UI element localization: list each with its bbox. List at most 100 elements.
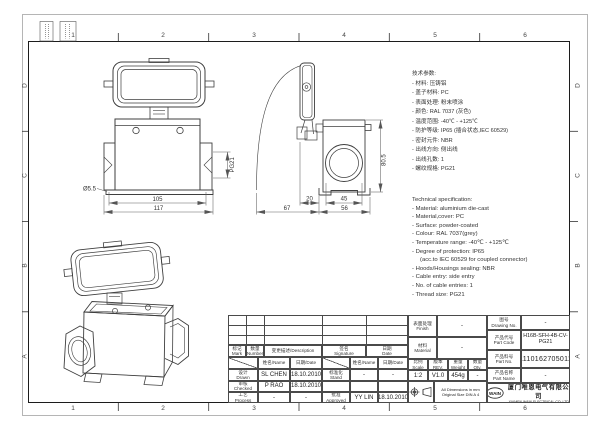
part-no-value: 1110162705011 bbox=[521, 350, 570, 368]
grid-label-left-b: B bbox=[21, 263, 29, 268]
spec-line: - 密封元件: NBR bbox=[412, 137, 453, 144]
rev-value: V1.0 bbox=[428, 370, 448, 381]
spec-line: - 盖子材料: PC bbox=[412, 90, 449, 96]
revision-table-empty bbox=[228, 315, 408, 345]
part-code-value: H16B-SFH-4B-CV- PG21 bbox=[521, 330, 570, 350]
wain-logo: WAIN bbox=[488, 387, 504, 399]
specs-english: Technical specification: - Material: alu… bbox=[412, 196, 527, 299]
grid-label-bottom-2: 2 bbox=[161, 405, 165, 412]
spec-line: - 防护等级: IP65 (插合状态,IEC 60529) bbox=[412, 128, 509, 134]
sub-header-date-right: 日期/Date bbox=[378, 357, 408, 369]
first-angle-projection-icon bbox=[409, 387, 432, 397]
sub-header-date-left: 日期/Date bbox=[290, 357, 322, 369]
empty-cell bbox=[350, 380, 378, 392]
spec-line: - 温度范围: -40℃ - +125℃ bbox=[412, 118, 478, 125]
sub-header-name-right: 姓名/Name bbox=[350, 357, 378, 369]
checked-name: P RAO bbox=[258, 380, 290, 392]
grid-label-bottom-6: 6 bbox=[523, 405, 527, 412]
grid-label-top-5: 5 bbox=[433, 32, 437, 39]
grid-label-top-1: 1 bbox=[71, 32, 75, 39]
grid-label-bottom-5: 5 bbox=[433, 405, 437, 412]
spec-line: - Surface: powder-coated bbox=[412, 222, 479, 229]
spec-line: - Thread size: PG21 bbox=[412, 291, 465, 298]
checked-date: 18.10.2010 bbox=[290, 380, 322, 392]
material-value: - bbox=[437, 337, 487, 359]
dimension-note: All Dimensions in mm Original Size DIN A… bbox=[434, 381, 487, 403]
company-cell: WAIN 厦门唯恩电气有限公司 XIAMEN WAIN ELECTRICAL C… bbox=[487, 383, 570, 403]
empty-cell bbox=[322, 380, 350, 392]
spec-line: - 出线孔数: 1 bbox=[412, 156, 445, 163]
specs-en-title: Technical specification: bbox=[412, 197, 473, 203]
empty-cell bbox=[378, 380, 408, 392]
finish-value: - bbox=[437, 315, 487, 337]
spec-line: - Material: aluminium die-cast bbox=[412, 205, 489, 212]
sub-header-diagonal-right bbox=[322, 357, 350, 369]
grid-label-left-d: D bbox=[21, 83, 29, 88]
grid-label-right-d: D bbox=[574, 83, 582, 88]
process-date: - bbox=[290, 392, 322, 403]
drawn-date: 18.10.2010 bbox=[290, 369, 322, 381]
stand-date: - bbox=[378, 369, 408, 381]
specs-cn-title: 技术参数: bbox=[412, 71, 436, 77]
approved-date: 18.10.2010 bbox=[378, 392, 408, 403]
spec-line: - 表面处理: 粉末喷涂 bbox=[412, 99, 464, 106]
grid-label-top-3: 3 bbox=[252, 32, 256, 39]
spec-line: (acc.to IEC 60529 for coupled connector) bbox=[420, 257, 528, 264]
spec-line: - 颜色: RAL 7037 (灰色) bbox=[412, 109, 471, 115]
approved-name: YY LIN bbox=[350, 392, 378, 403]
specs-chinese: 技术参数: - 材料: 压铸铝 - 盖子材料: PC - 表面处理: 粉末喷涂 … bbox=[412, 70, 508, 175]
stand-name: - bbox=[350, 369, 378, 381]
qty-value: - bbox=[468, 370, 487, 381]
spec-line: - Material,cover: PC bbox=[412, 214, 465, 221]
drawn-name: SL CHEN bbox=[258, 369, 290, 381]
spec-line: - Degree of protection: IP65 bbox=[412, 248, 485, 255]
rev-header-description: 变更描述/Description bbox=[264, 345, 322, 357]
company-name-en: XIAMEN WAIN ELECTRICAL CO.,LTD bbox=[508, 400, 569, 403]
part-name-value: - bbox=[521, 368, 570, 383]
grid-label-right-a: A bbox=[574, 354, 582, 359]
sub-header-name-left: 姓名/Name bbox=[258, 357, 290, 369]
sub-header-diagonal-left bbox=[228, 357, 258, 369]
grid-label-left-c: C bbox=[21, 173, 29, 178]
company-name-cn: 厦门唯恩电气有限公司 bbox=[507, 384, 570, 400]
grid-label-right-c: C bbox=[574, 173, 582, 178]
grid-label-bottom-1: 1 bbox=[71, 405, 75, 412]
grid-label-top-2: 2 bbox=[161, 32, 165, 39]
spec-line: - No. of cable entries: 1 bbox=[412, 282, 473, 289]
grid-label-top-4: 4 bbox=[342, 32, 346, 39]
spec-line: - Colour: RAL 7037(grey) bbox=[412, 231, 478, 238]
spec-line: - Temperature range: -40℃ - +125℃ bbox=[412, 239, 509, 246]
grid-label-left-a: A bbox=[21, 354, 29, 359]
drawing-no-value: - bbox=[521, 315, 570, 330]
projection-symbols-cell bbox=[408, 381, 434, 403]
spec-line: - 材料: 压铸铝 bbox=[412, 80, 447, 87]
weight-value: 454g bbox=[448, 370, 468, 381]
grid-label-top-6: 6 bbox=[523, 32, 527, 39]
svg-text:WAIN: WAIN bbox=[489, 391, 502, 396]
spec-line: - Hoods/Housings sealing: NBR bbox=[412, 265, 495, 272]
grid-label-bottom-4: 4 bbox=[342, 405, 346, 412]
spec-line: - 螺纹规格: PG21 bbox=[412, 166, 456, 172]
grid-label-bottom-3: 3 bbox=[252, 405, 256, 412]
paper-border bbox=[22, 14, 588, 416]
spec-line: - Cable entry: side entry bbox=[412, 274, 475, 281]
